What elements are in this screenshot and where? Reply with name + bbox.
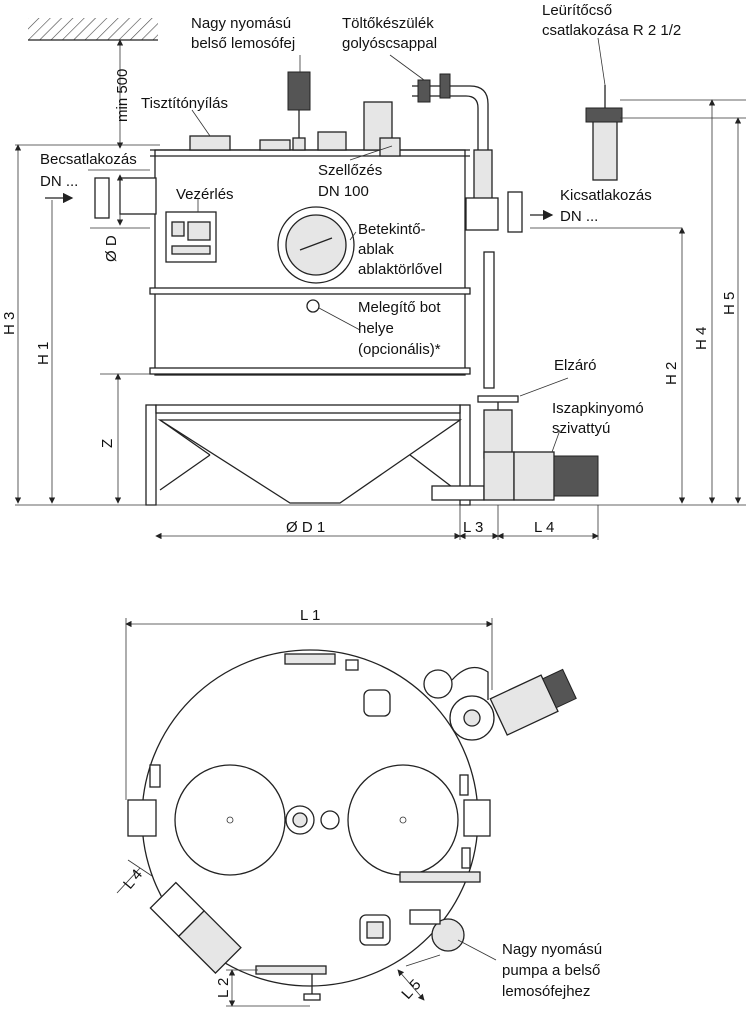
dim-od1: Ø D 1	[286, 519, 325, 536]
svg-text:(opcionális)*: (opcionális)*	[358, 341, 441, 358]
leader-lines	[191, 37, 606, 453]
label-outlet-2: DN ...	[560, 208, 598, 225]
label-sludge-pump-2: szivattyú	[552, 420, 610, 437]
label-sight-glass-1: Betekintő-	[358, 221, 426, 238]
label-drain-pipe-2: csatlakozása R 2 1/2	[542, 22, 681, 39]
svg-text:Betekintő-: Betekintő-	[358, 221, 426, 238]
label-outlet-1: Kicsatlakozás	[560, 187, 652, 204]
dim-top-l2: L 2	[215, 978, 232, 998]
svg-text:Kicsatlakozás: Kicsatlakozás	[560, 187, 652, 204]
svg-text:Iszapkinyomó: Iszapkinyomó	[552, 400, 644, 417]
top-opening-left	[174, 764, 286, 876]
dimension-lines	[14, 39, 746, 540]
label-cleaning-opening: Tisztítónyílás	[141, 95, 228, 112]
dim-h2: H 2	[663, 362, 680, 385]
dim-h1: H 1	[35, 342, 52, 365]
svg-text:Melegítő bot: Melegítő bot	[358, 299, 441, 316]
label-cleaning-head-1: Nagy nyomású	[191, 15, 291, 32]
label-inlet-2: DN ...	[40, 173, 78, 190]
svg-text:DN 100: DN 100	[318, 183, 369, 200]
dim-h3: H 3	[1, 312, 18, 335]
svg-text:pumpa a belső: pumpa a belső	[502, 962, 600, 979]
sludge-pump	[513, 451, 555, 501]
dim-min500: min 500	[114, 69, 131, 122]
hp-pump	[431, 918, 465, 952]
label-filling-device-1: Töltőkészülék	[342, 15, 434, 32]
svg-text:DN ...: DN ...	[560, 208, 598, 225]
label-sludge-pump-1: Iszapkinyomó	[552, 400, 644, 417]
label-shutoff: Elzáró	[554, 357, 597, 374]
dim-z: Z	[99, 439, 116, 448]
svg-text:ablak: ablak	[358, 241, 394, 258]
svg-text:DN ...: DN ...	[40, 173, 78, 190]
dim-top-l1: L 1	[300, 607, 320, 624]
dim-od: Ø D	[103, 235, 120, 262]
svg-text:Becsatlakozás: Becsatlakozás	[40, 151, 137, 168]
side-view: Nagy nyomású belső lemosófej Töltőkészül…	[1, 2, 746, 540]
svg-text:ablaktörlővel: ablaktörlővel	[358, 261, 442, 278]
svg-text:szivattyú: szivattyú	[552, 420, 610, 437]
cleaning-opening-lid	[189, 135, 231, 151]
dim-top-l5: L 5	[398, 976, 424, 1002]
cleaning-head	[287, 71, 311, 111]
label-hp-pump-3: lemosófejhez	[502, 983, 590, 1000]
label-ventilation-1: Szellőzés	[318, 162, 382, 179]
heater-position	[306, 299, 320, 313]
label-control: Vezérlés	[176, 186, 234, 203]
label-hp-pump-1: Nagy nyomású	[502, 941, 602, 958]
label-inlet-1: Becsatlakozás	[40, 151, 137, 168]
dim-l3: L 3	[463, 519, 483, 536]
svg-text:Nagy nyomású: Nagy nyomású	[502, 941, 602, 958]
dim-h4: H 4	[693, 327, 710, 350]
dim-l4: L 4	[534, 519, 554, 536]
dim-top-l4: L 4	[120, 866, 146, 892]
svg-text:belső lemosófej: belső lemosófej	[191, 35, 295, 52]
label-drain-pipe-1: Leürítőcső	[542, 2, 612, 19]
top-view: L 1 L 4 L 2 L 5 Nagy nyomású pumpa a bel…	[116, 607, 602, 1007]
outlet-flange	[507, 191, 523, 233]
label-heater-3: (opcionális)*	[358, 341, 441, 358]
svg-text:helye: helye	[358, 320, 394, 337]
label-sight-glass-2: ablak	[358, 241, 394, 258]
svg-text:Leürítőcső: Leürítőcső	[542, 2, 612, 19]
left-pump-assembly	[177, 909, 242, 975]
label-filling-device-2: golyóscsappal	[342, 35, 437, 52]
dim-h5: H 5	[721, 292, 738, 315]
tank-cone	[157, 419, 463, 504]
svg-text:csatlakozása R 2 1/2: csatlakozása R 2 1/2	[542, 22, 681, 39]
shutoff-valve	[483, 409, 513, 459]
label-hp-pump-2: pumpa a belső	[502, 962, 600, 979]
svg-text:Nagy nyomású: Nagy nyomású	[191, 15, 291, 32]
inlet-flange	[94, 177, 110, 219]
svg-text:lemosófejhez: lemosófejhez	[502, 983, 590, 1000]
ceiling-hatch	[28, 18, 158, 40]
label-heater-2: helye	[358, 320, 394, 337]
svg-text:golyóscsappal: golyóscsappal	[342, 35, 437, 52]
label-sight-glass-3: ablaktörlővel	[358, 261, 442, 278]
svg-text:Töltőkészülék: Töltőkészülék	[342, 15, 434, 32]
label-heater-1: Melegítő bot	[358, 299, 441, 316]
svg-text:Szellőzés: Szellőzés	[318, 162, 382, 179]
label-cleaning-head-2: belső lemosófej	[191, 35, 295, 52]
top-opening-right	[347, 764, 459, 876]
label-ventilation-2: DN 100	[318, 183, 369, 200]
